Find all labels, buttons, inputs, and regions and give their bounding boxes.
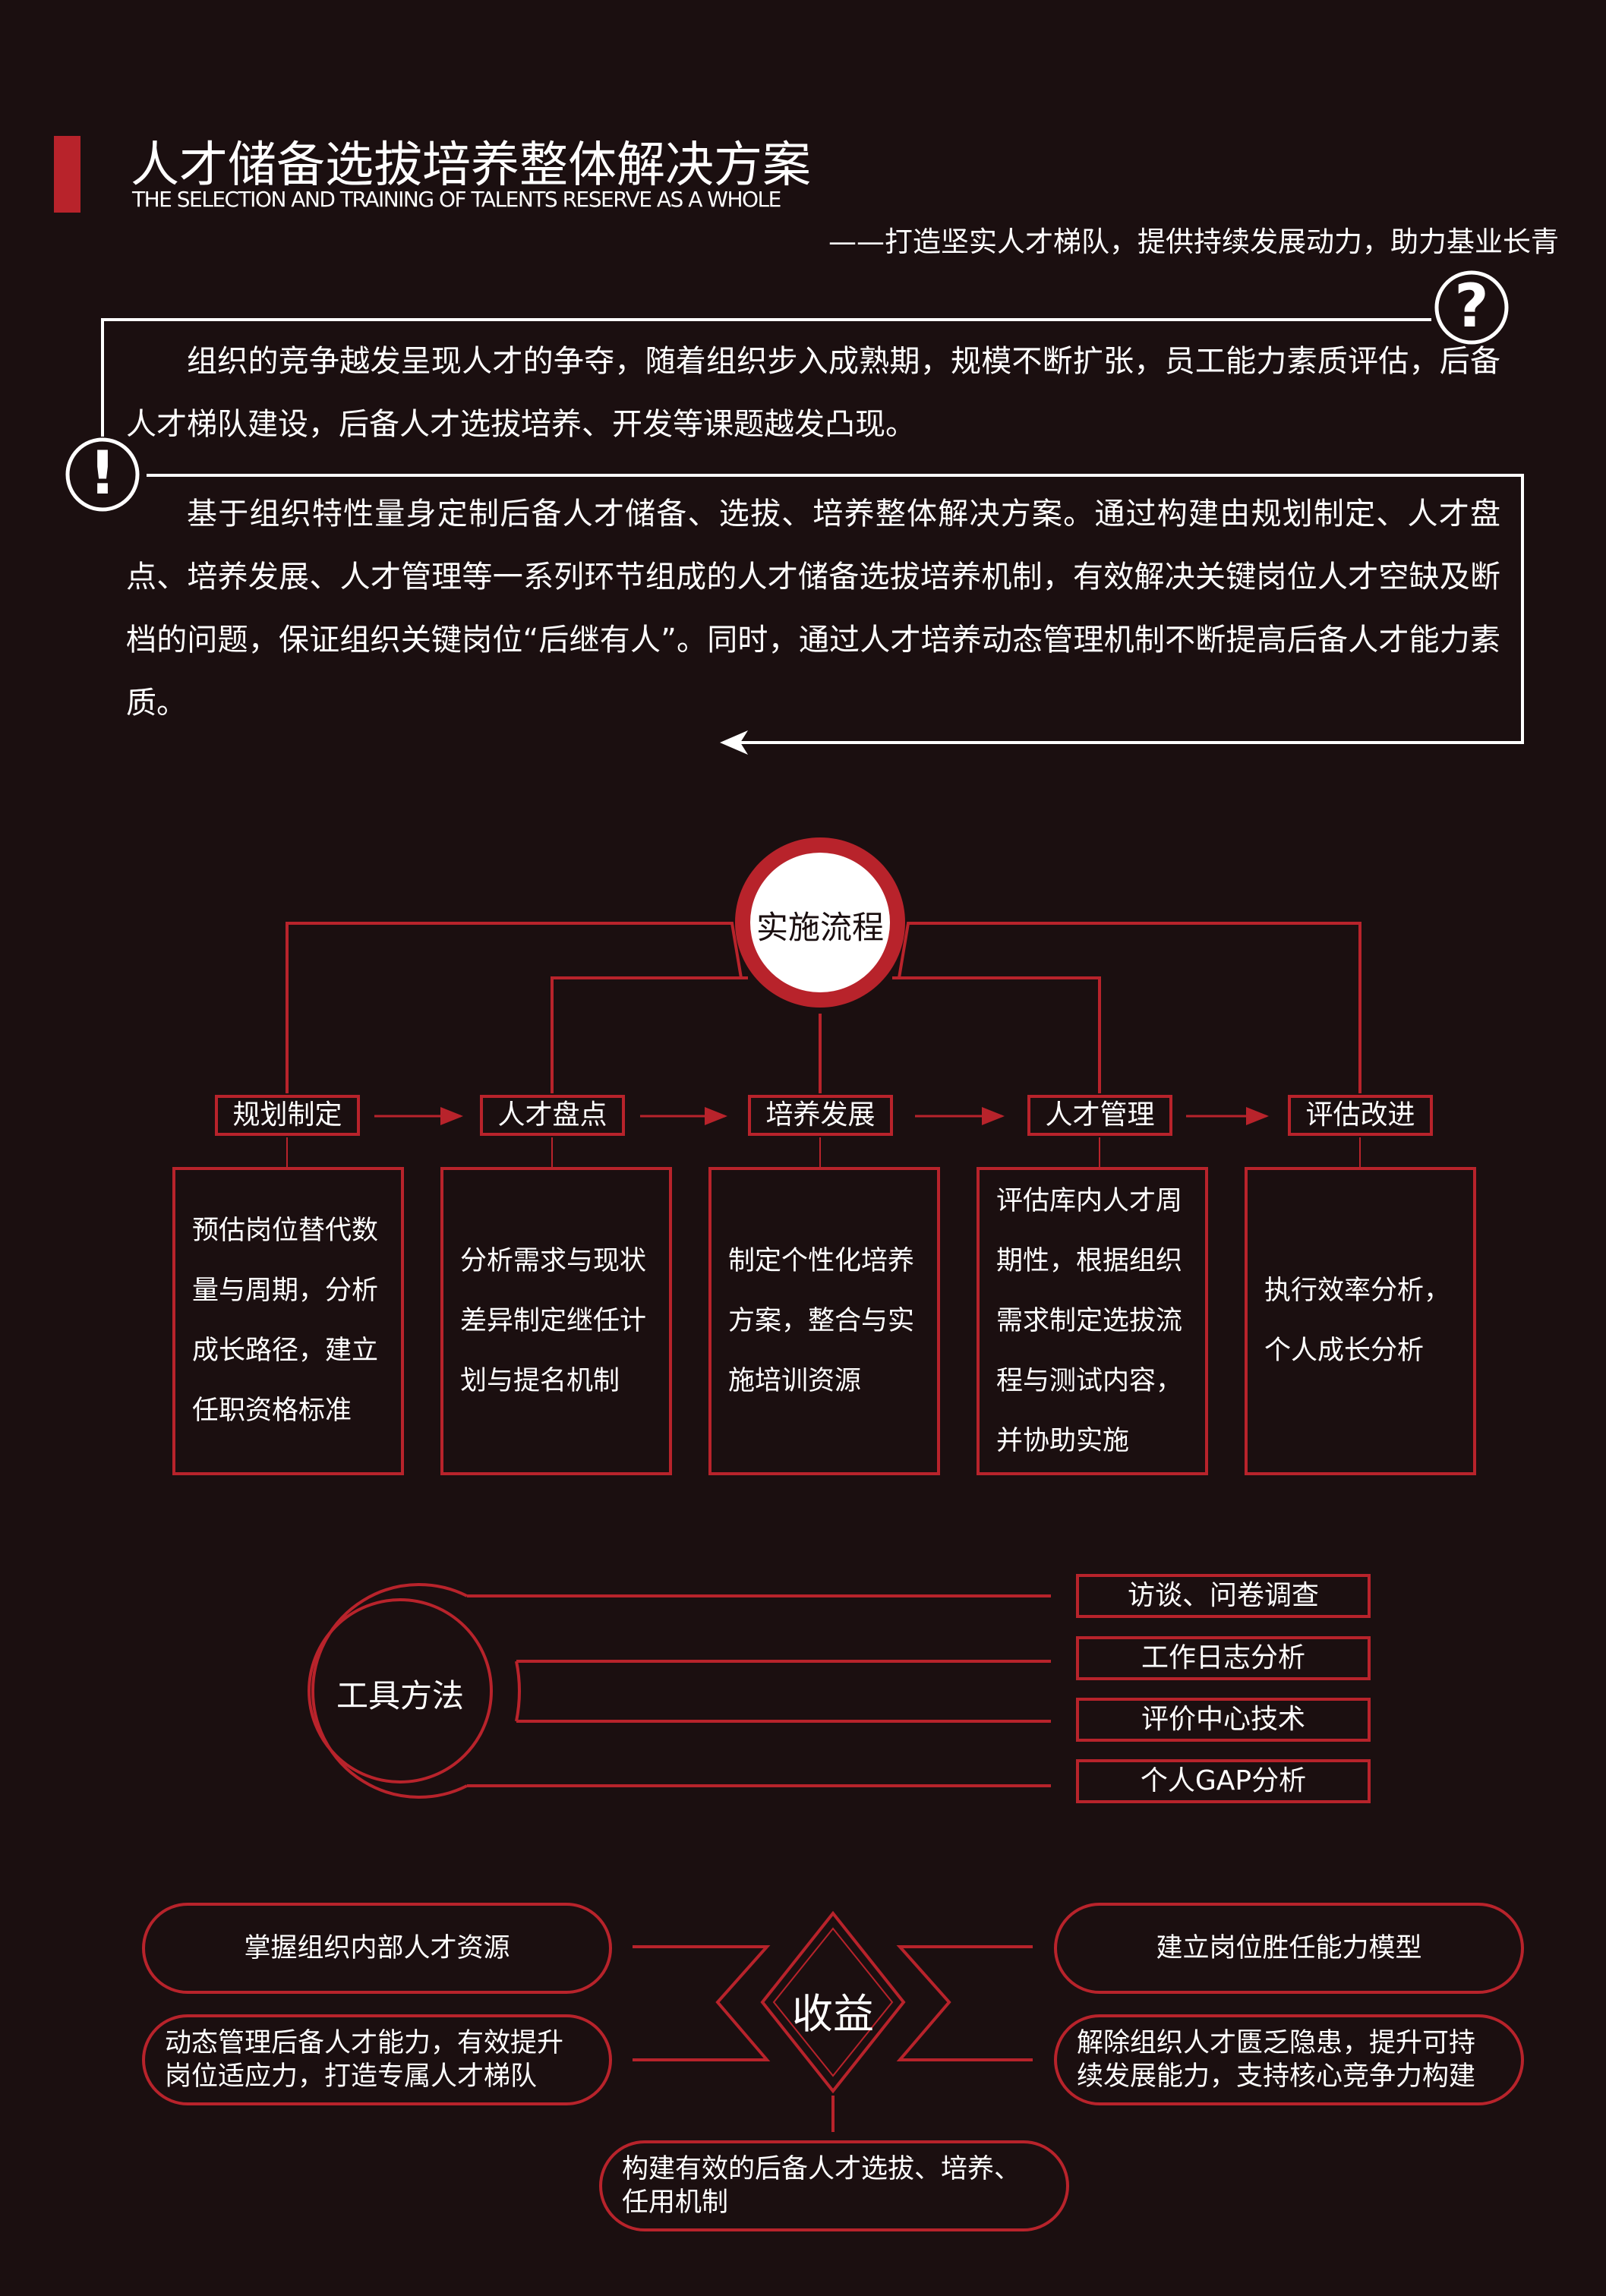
tools-title: 工具方法 (336, 1677, 464, 1714)
exclamation-icon (65, 437, 140, 512)
step-management: 人才管理 (1027, 1095, 1172, 1136)
benefit-item: 构建有效的后备人才选拔、培养、任用机制 (599, 2140, 1069, 2231)
step-desc-development: 制定个性化培养方案，整合与实施培训资源 (708, 1167, 940, 1475)
tool-item: 评价中心技术 (1076, 1698, 1371, 1742)
benefit-text: 掌握组织内部人才资源 (244, 1933, 510, 1963)
solution-frame (147, 474, 1524, 744)
step-inventory: 人才盘点 (480, 1095, 625, 1136)
benefit-item: 解除组织人才匮乏隐患，提升可持续发展能力，支持核心竞争力构建 (1054, 2014, 1524, 2105)
step-desc-management: 评估库内人才周期性，根据组织需求制定选拔流程与测试内容，并协助实施 (977, 1167, 1208, 1475)
step-desc-inventory: 分析需求与现状差异制定继任计划与提名机制 (440, 1167, 672, 1475)
tool-item: 工作日志分析 (1076, 1636, 1371, 1680)
tool-item: 访谈、问卷调查 (1076, 1574, 1371, 1618)
step-desc-planning: 预估岗位替代数量与周期，分析成长路径，建立任职资格标准 (172, 1167, 404, 1475)
desc-text: 执行效率分析，个人成长分析 (1264, 1276, 1451, 1366)
benefit-text: 动态管理后备人才能力，有效提升岗位适应力，打造专属人才梯队 (165, 2028, 564, 2092)
tools-outer-ring (311, 1583, 468, 1799)
desc-text: 评估库内人才周期性，根据组织需求制定选拔流程与测试内容，并协助实施 (996, 1185, 1183, 1456)
benefit-item: 掌握组织内部人才资源 (142, 1903, 612, 1994)
tools-inner-ring (308, 1598, 493, 1784)
solution-text: 基于组织特性量身定制后备人才储备、选拔、培养整体解决方案。通过构建由规划制定、人… (126, 497, 1500, 721)
problem-frame (101, 318, 1431, 437)
desc-text: 制定个性化培养方案，整合与实施培训资源 (728, 1245, 915, 1396)
benefit-text: 构建有效的后备人才选拔、培养、任用机制 (622, 2154, 1021, 2218)
exclamation-mark: ! (89, 440, 116, 508)
page-subtitle: THE SELECTION AND TRAINING OF TALENTS RE… (132, 187, 781, 212)
problem-text: 组织的竞争越发呈现人才的争夺，随着组织步入成熟期，规模不断扩张，员工能力素质评估… (126, 344, 1500, 442)
slogan: ——打造坚实人才梯队，提供持续发展动力，助力基业长青 (828, 226, 1559, 258)
benefit-diamond (760, 1910, 906, 2094)
step-planning: 规划制定 (215, 1095, 360, 1136)
step-desc-evaluation: 执行效率分析，个人成长分析 (1245, 1167, 1476, 1475)
benefit-text: 建立岗位胜任能力模型 (1156, 1933, 1422, 1963)
return-arrow-icon (720, 730, 748, 755)
title-accent-bar (54, 136, 80, 213)
desc-text: 预估岗位替代数量与周期，分析成长路径，建立任职资格标准 (192, 1216, 379, 1426)
question-icon (1434, 270, 1509, 345)
question-mark: ? (1454, 273, 1489, 341)
step-evaluation: 评估改进 (1288, 1095, 1433, 1136)
page-title: 人才储备选拔培养整体解决方案 (131, 137, 811, 194)
step-development: 培养发展 (748, 1095, 893, 1136)
process-hub-circle (735, 837, 905, 1008)
tool-item: 个人GAP分析 (1076, 1759, 1371, 1803)
process-title: 实施流程 (756, 909, 884, 946)
benefit-text: 解除组织人才匮乏隐患，提升可持续发展能力，支持核心竞争力构建 (1077, 2028, 1476, 2092)
desc-text: 分析需求与现状差异制定继任计划与提名机制 (460, 1245, 647, 1396)
benefit-item: 建立岗位胜任能力模型 (1054, 1903, 1524, 1994)
benefits-title: 收益 (792, 1990, 874, 2038)
benefit-item: 动态管理后备人才能力，有效提升岗位适应力，打造专属人才梯队 (142, 2014, 612, 2105)
